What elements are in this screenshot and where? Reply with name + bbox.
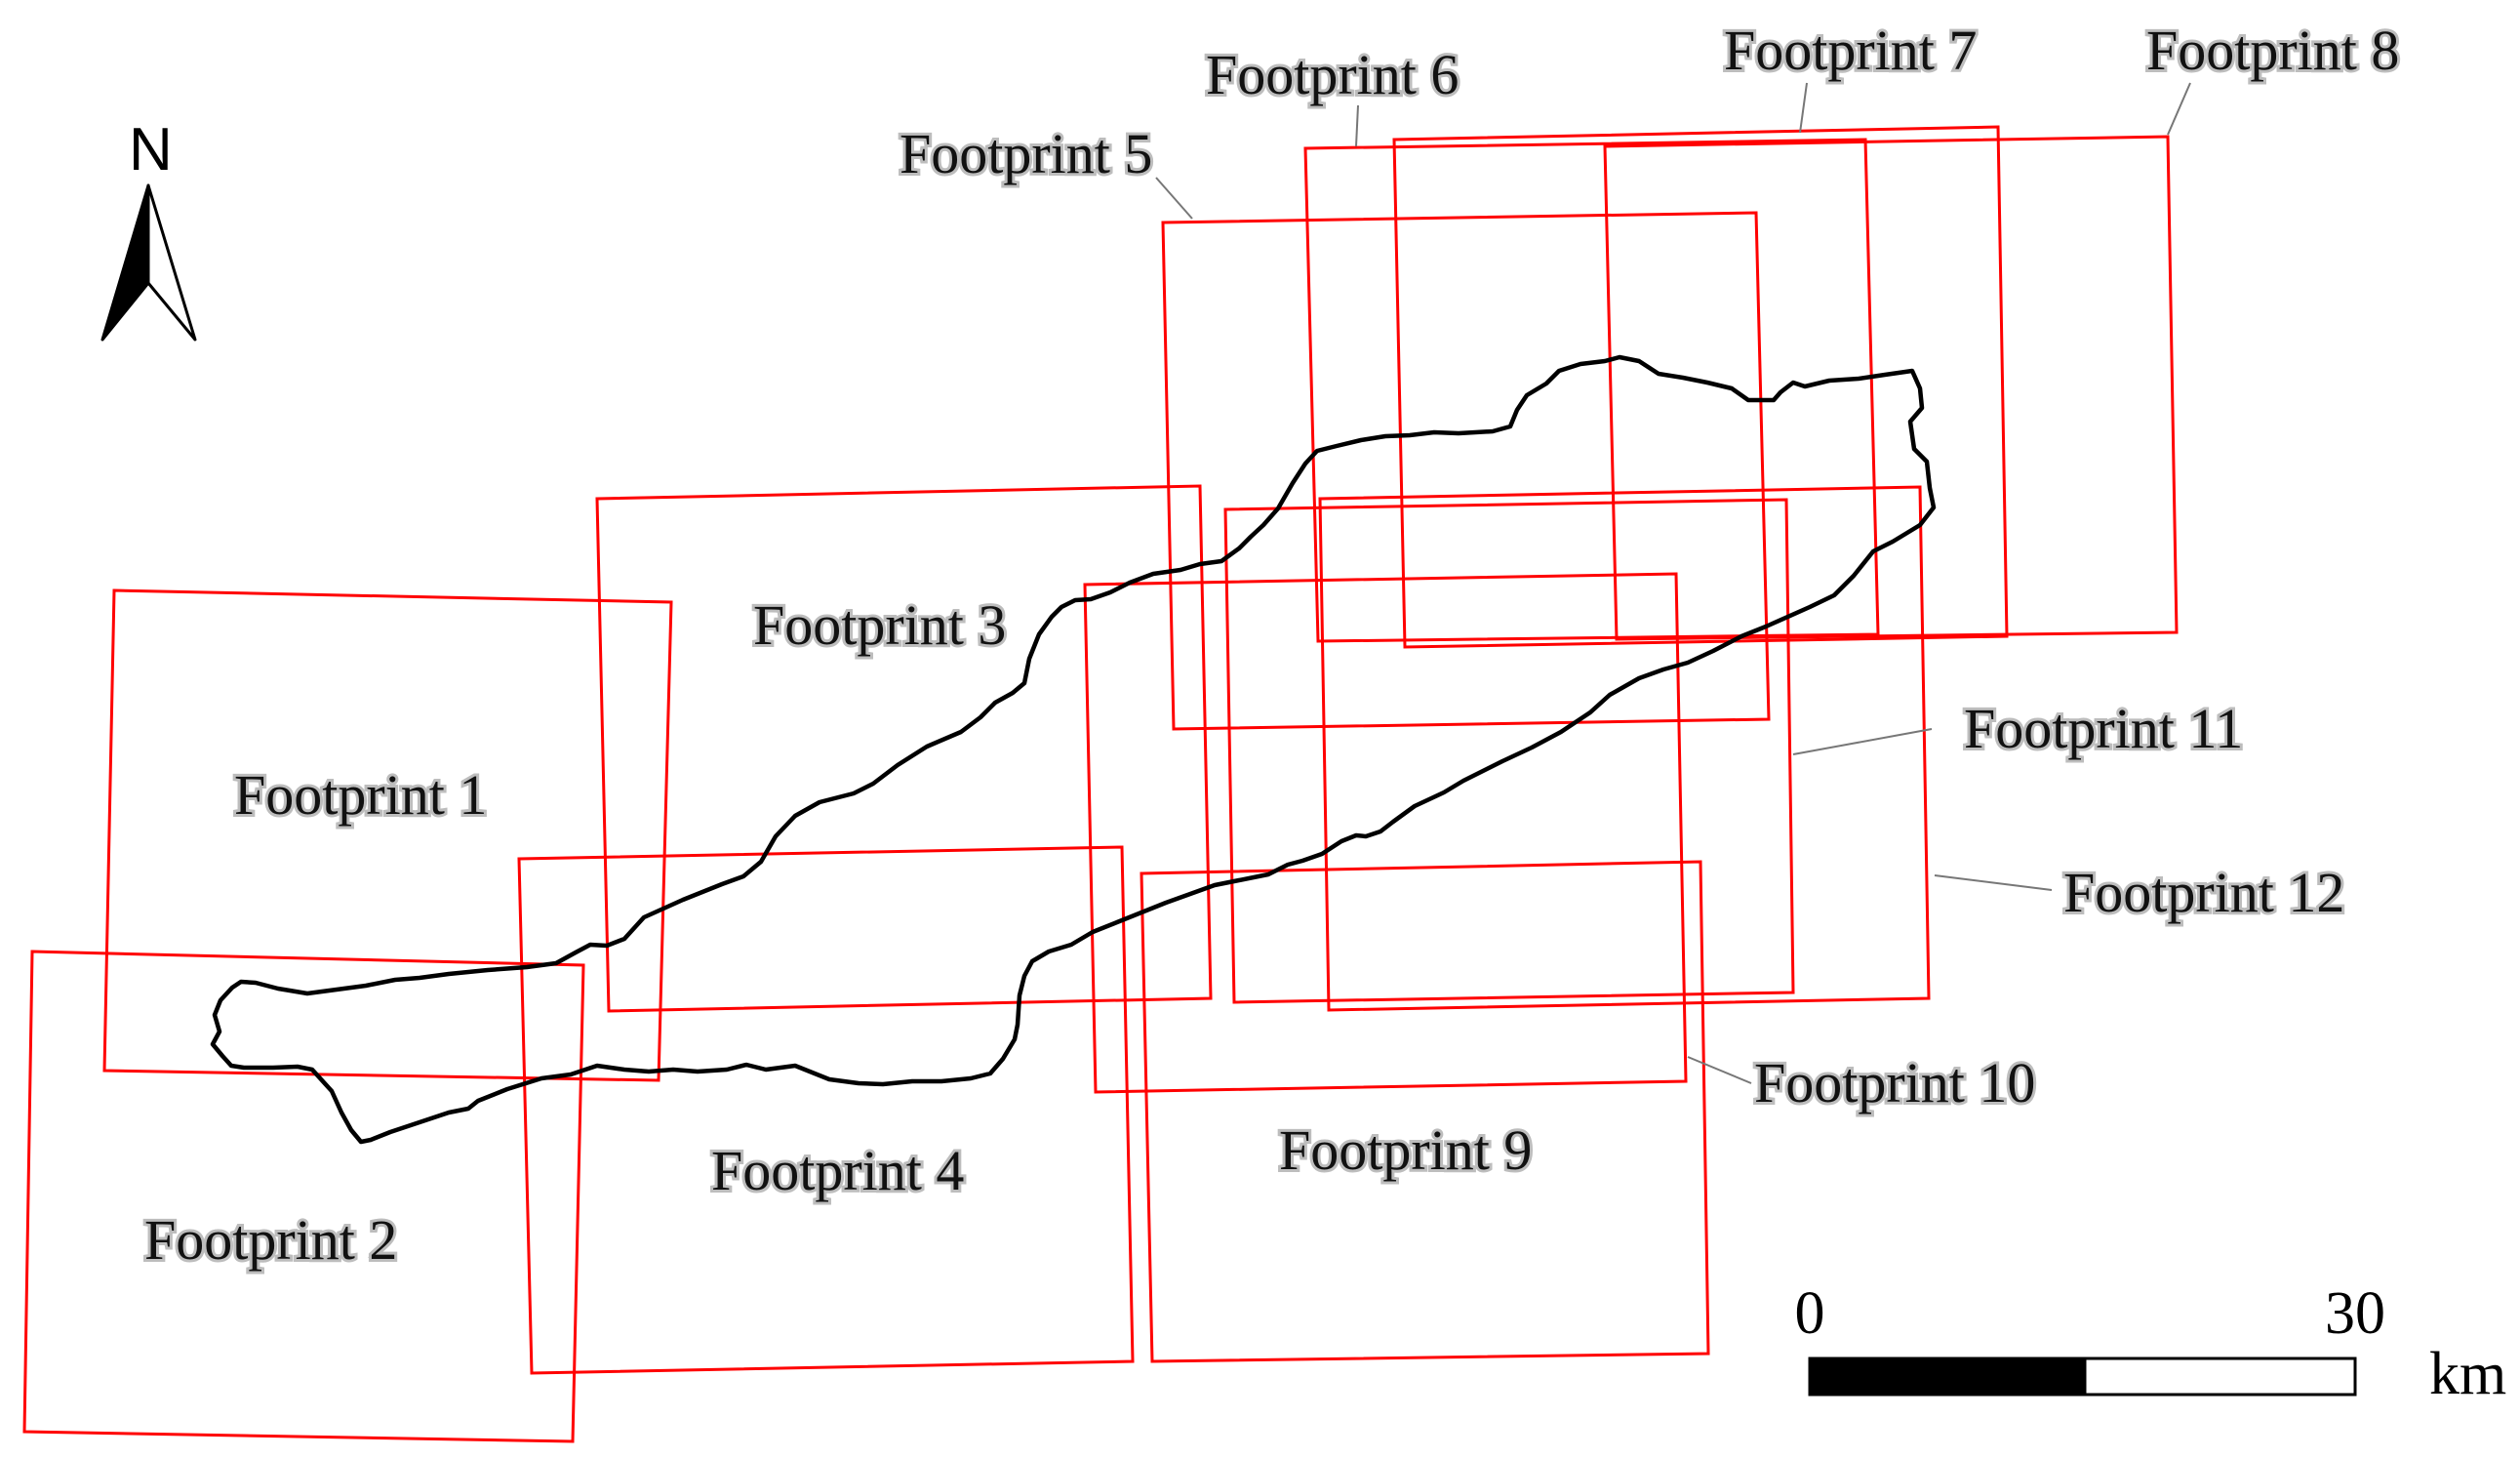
footprint-12-rect [1318, 485, 1931, 1012]
footprint-4-label: Footprint 4 [711, 1139, 964, 1202]
scale-bar-end-label: 30 [2325, 1280, 2385, 1347]
footprint-2-label: Footprint 2 [144, 1208, 397, 1272]
footprint-1-label: Footprint 1 [234, 763, 487, 827]
leader-line-12 [1934, 874, 2053, 891]
footprint-12-label: Footprint 12 [2063, 861, 2344, 924]
north-arrow-dark-half [100, 183, 150, 342]
footprint-9-label: Footprint 9 [1279, 1118, 1532, 1182]
footprint-5-label: Footprint 5 [900, 122, 1152, 185]
footprint-4-rect [517, 845, 1135, 1375]
footprint-labels: Footprint 1 Footprint 2 Footprint 3 Foot… [141, 16, 2402, 1275]
footprint-rectangles [22, 125, 2179, 1443]
scale-bar: 0 30 km [1795, 1280, 2507, 1407]
footprint-11-rect [1223, 498, 1795, 1004]
leader-line-5 [1155, 177, 1193, 220]
footprint-8-rect [1603, 135, 2179, 641]
footprint-8-label: Footprint 8 [2146, 19, 2399, 82]
footprint-1-rect [102, 588, 673, 1082]
leader-line-10 [1687, 1056, 1752, 1084]
footprint-10-label: Footprint 10 [1754, 1051, 2035, 1114]
footprint-5-rect [1161, 211, 1771, 731]
study-area-boundary [210, 354, 1937, 1145]
leader-line-8 [2167, 82, 2191, 136]
leader-lines [1155, 82, 2191, 1084]
footprint-2-rect [22, 950, 585, 1443]
footprint-3-label: Footprint 3 [753, 593, 1006, 657]
footprint-7-rect [1392, 125, 2009, 649]
footprint-6-label: Footprint 6 [1206, 43, 1459, 106]
footprint-9-rect [1140, 860, 1710, 1363]
footprint-10-rect [1083, 572, 1688, 1094]
scale-bar-unit: km [2429, 1341, 2506, 1407]
footprint-7-label: Footprint 7 [1724, 19, 1977, 82]
scale-bar-start-label: 0 [1795, 1280, 1825, 1347]
footprint-11-label: Footprint 11 [1964, 697, 2243, 760]
footprint-3-rect [595, 484, 1213, 1013]
scale-bar-light-segment [2083, 1357, 2357, 1397]
leader-line-7 [1799, 82, 1808, 134]
north-arrow-label: N [129, 116, 173, 183]
scale-bar-dark-segment [1808, 1357, 2087, 1397]
leader-line-6 [1355, 104, 1359, 147]
north-arrow: N [100, 116, 197, 342]
footprint-6-rect [1303, 138, 1880, 643]
north-arrow-light-half [146, 183, 197, 342]
leader-line-11 [1792, 728, 1933, 755]
